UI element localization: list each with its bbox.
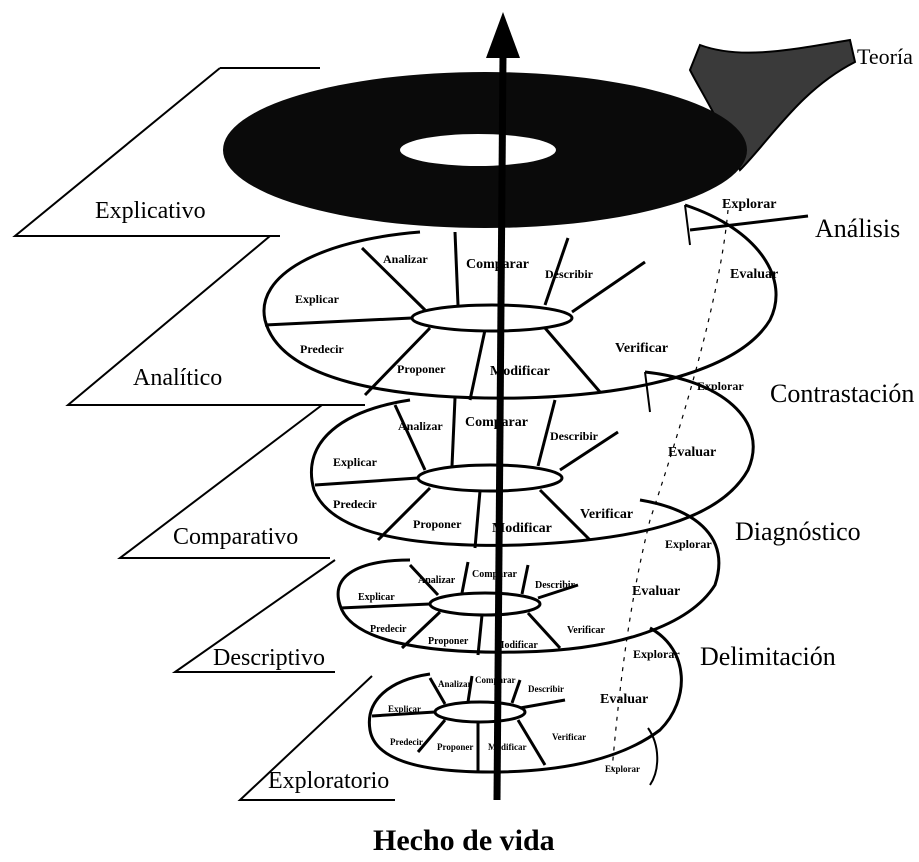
ring4-comparar-label: Comparar xyxy=(475,675,516,685)
ring2-proponer-label: Proponer xyxy=(413,517,462,531)
ring3-verificar-label: Verificar xyxy=(567,625,606,636)
ring3-comparar-label: Comparar xyxy=(472,569,518,580)
ring1-verificar-label: Verificar xyxy=(615,341,668,356)
ring2-explicar-label: Explicar xyxy=(333,455,378,469)
ring3-evaluar-label: Evaluar xyxy=(632,584,680,599)
ring1-modificar-label: Modificar xyxy=(490,364,550,379)
ring4-explorar-top-label: Explorar xyxy=(633,647,680,661)
ring2-modificar-label: Modificar xyxy=(492,521,552,536)
ring4-describir-label: Describir xyxy=(528,684,564,694)
ring1-explicar-label: Explicar xyxy=(295,292,340,306)
plane-label-descriptivo: Descriptivo xyxy=(213,645,325,671)
ring4-modificar-label: Modificar xyxy=(488,742,527,752)
axis-arrowhead xyxy=(486,12,520,58)
phase-label-delimitacion: Delimitación xyxy=(700,642,836,671)
ring4-predecir-label: Predecir xyxy=(390,737,423,747)
ring4-explicar-label: Explicar xyxy=(388,704,421,714)
ring4-explorar-bottom-label: Explorar xyxy=(605,764,640,774)
teoria-hole xyxy=(400,134,556,166)
ring2-comparar-label: Comparar xyxy=(465,415,528,430)
plane-label-exploratorio: Exploratorio xyxy=(268,768,389,794)
ring4-evaluar-label: Evaluar xyxy=(600,692,648,707)
teoria-label: Teoría xyxy=(857,44,913,69)
ring3-explorar-label: Explorar xyxy=(665,537,712,551)
plane-label-analitico: Analítico xyxy=(133,365,222,391)
ring1-comparar-label: Comparar xyxy=(466,257,529,272)
ring2-predecir-label: Predecir xyxy=(333,497,377,511)
spiral-guide xyxy=(612,210,728,770)
ring1-evaluar-label: Evaluar xyxy=(730,267,778,282)
plane-label-comparativo: Comparativo xyxy=(173,524,298,550)
ring3-proponer-label: Proponer xyxy=(428,636,469,647)
ring3-modificar-label: Modificar xyxy=(495,640,538,651)
ring3-analizar-label: Analizar xyxy=(418,575,456,586)
ring1-predecir-label: Predecir xyxy=(300,342,344,356)
ring4-verificar-label: Verificar xyxy=(552,732,586,742)
ring1-proponer-label: Proponer xyxy=(397,362,446,376)
phase-label-analisis: Análisis xyxy=(815,214,900,243)
ring1-analizar-label: Analizar xyxy=(383,252,428,266)
ring2-verificar-label: Verificar xyxy=(580,507,633,522)
ring2-evaluar-label: Evaluar xyxy=(668,445,716,460)
bottom-title: Hecho de vida xyxy=(373,824,555,857)
ring3-predecir-label: Predecir xyxy=(370,624,407,635)
ring2-analizar-label: Analizar xyxy=(398,419,443,433)
ring3-describir-label: Describir xyxy=(535,580,576,591)
phase-label-diagnostico: Diagnóstico xyxy=(735,517,861,546)
ring2-describir-label: Describir xyxy=(550,429,599,443)
ring4-proponer-label: Proponer xyxy=(437,742,473,752)
ring2-explorar-label: Explorar xyxy=(697,379,744,393)
ring1-describir-label: Describir xyxy=(545,267,594,281)
ring1-explorar-label: Explorar xyxy=(722,197,776,212)
phase-label-contrastacion: Contrastación xyxy=(770,379,914,408)
ring4-analizar-label: Analizar xyxy=(438,679,472,689)
plane-label-explicativo: Explicativo xyxy=(95,198,206,224)
ring3-explicar-label: Explicar xyxy=(358,592,395,603)
